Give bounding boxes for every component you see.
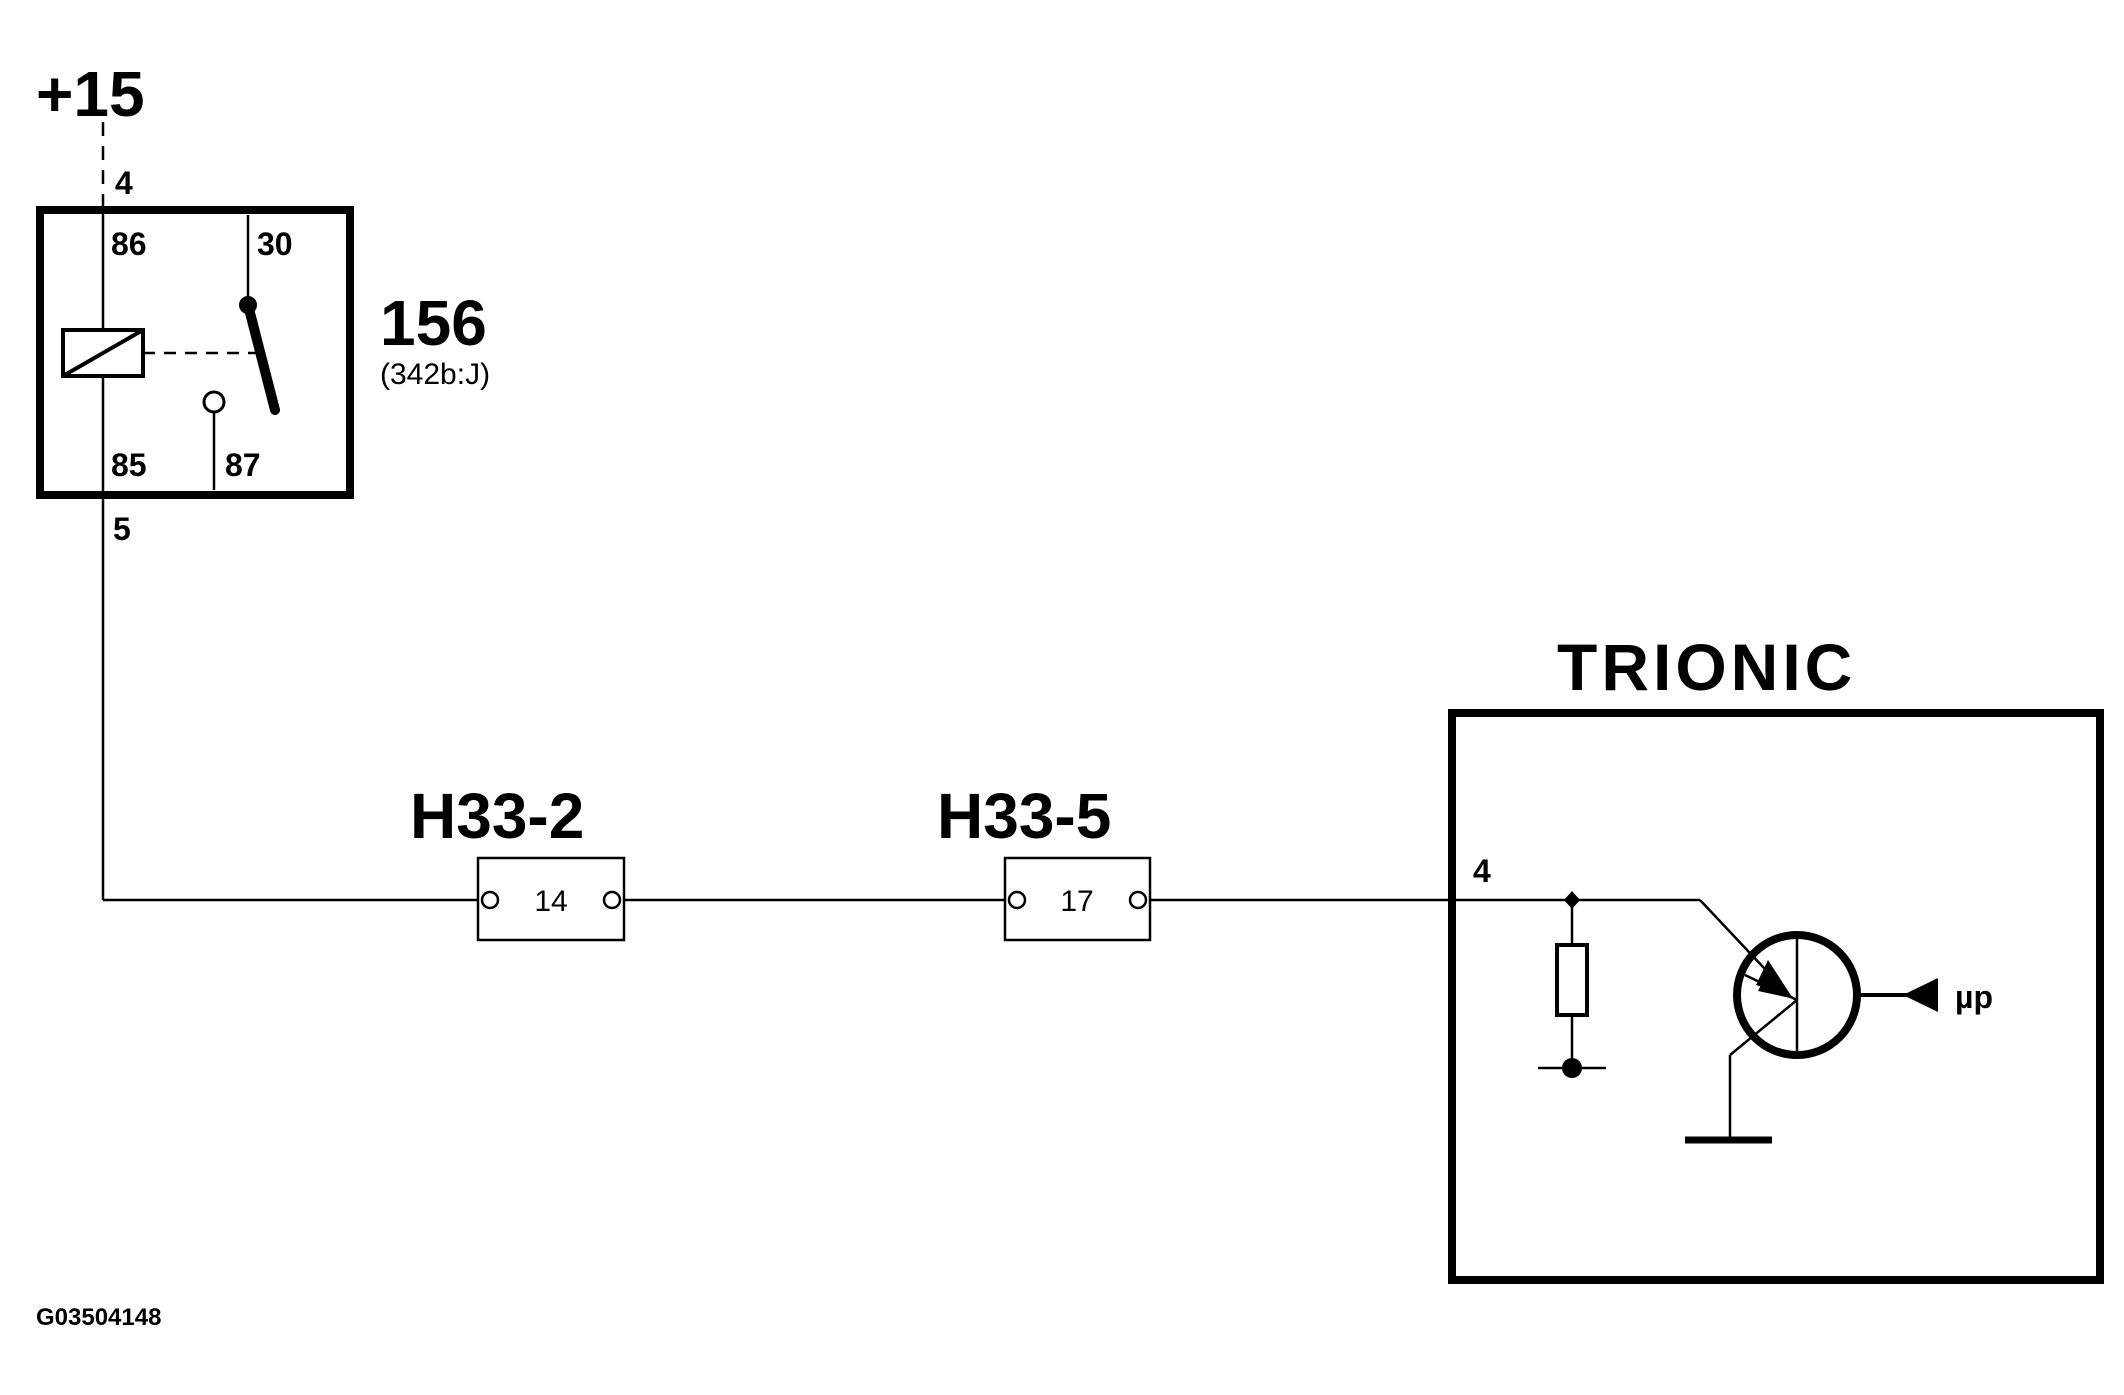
connector-h33-2-pin-right [602, 890, 622, 910]
ecu-box [1448, 709, 2104, 1284]
relay-box [36, 206, 354, 499]
connector-h33-2: H33-2 14 [410, 780, 626, 942]
connector-h33-2-pin: 14 [534, 885, 567, 918]
pullup-resistor [1555, 943, 1589, 1017]
switch-arm [243, 300, 280, 415]
terminal-86-label: 86 [111, 226, 147, 262]
ecu-title: TRIONIC [1557, 630, 1856, 704]
connector-h33-5-pin-right [1128, 890, 1148, 910]
terminal-87-label: 87 [225, 447, 261, 483]
relay-id: 156 [380, 287, 487, 359]
transistor-emitter-arrow-icon [1758, 975, 1795, 999]
supply-pin-top: 4 [115, 165, 133, 201]
connector-h33-2-pin-left [480, 890, 500, 910]
supply-label: +15 [36, 58, 145, 130]
ecu-trionic: 4 µp [1448, 709, 2104, 1284]
connector-h33-2-body [476, 856, 626, 942]
connector-h33-2-name: H33-2 [410, 780, 584, 852]
relay-coil-diagonal [62, 328, 144, 378]
relay-156: 86 30 85 87 [36, 205, 354, 900]
connector-h33-5-pin: 17 [1060, 885, 1093, 918]
connector-h33-5-body [1003, 856, 1152, 942]
connector-h33-5: H33-5 17 [937, 780, 1152, 942]
terminal-85-label: 85 [111, 447, 147, 483]
ecu-pin-label: 4 [1473, 853, 1491, 889]
micro-input-arrow-icon [1903, 978, 1938, 1012]
terminal-87-contact [202, 390, 226, 414]
supply-pin-bottom: 5 [113, 511, 131, 547]
connector-h33-5-name: H33-5 [937, 780, 1111, 852]
connector-h33-5-pin-left [1007, 890, 1027, 910]
figure-code: G03504148 [36, 1304, 161, 1331]
relay-subtitle: (342b:J) [380, 358, 490, 391]
micro-signal-label: µp [1955, 979, 1993, 1015]
terminal-30-label: 30 [257, 226, 293, 262]
transistor-collector [1729, 999, 1798, 1056]
